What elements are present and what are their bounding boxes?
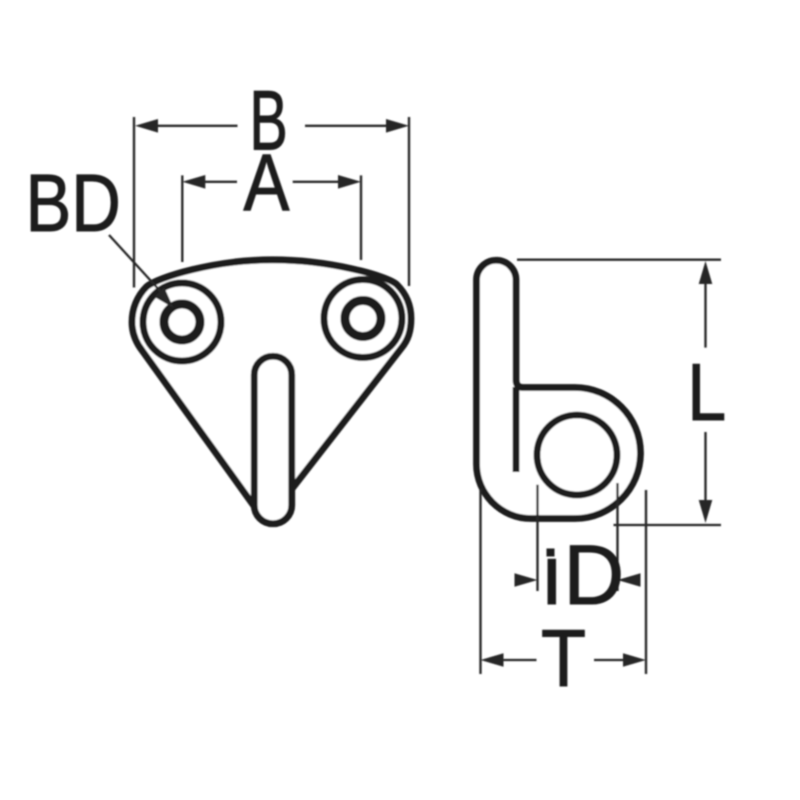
svg-text:ıD: ıD xyxy=(540,528,624,622)
svg-text:T: T xyxy=(541,614,586,704)
svg-text:L: L xyxy=(687,347,726,437)
svg-text:A: A xyxy=(244,137,290,228)
svg-text:BD: BD xyxy=(26,157,121,248)
svg-text:B: B xyxy=(249,75,287,168)
